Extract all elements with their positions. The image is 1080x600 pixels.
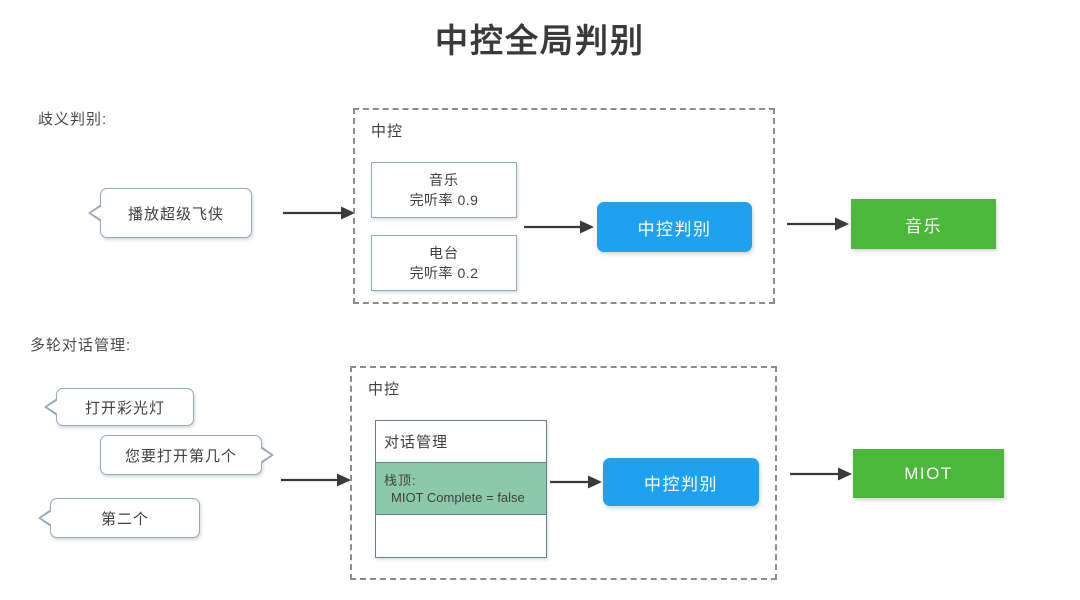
speech-bubble-text: 您要打开第几个 — [124, 447, 237, 465]
intent-card-metric: 完听率 0.2 — [409, 265, 479, 281]
result-box-label: MIOT — [904, 463, 953, 483]
speech-bubble-play-request: 播放超级飞侠 — [88, 188, 252, 238]
speech-bubble-which-one: 您要打开第几个 — [100, 435, 274, 475]
arrow-right-icon — [281, 472, 351, 488]
speech-bubble-text: 播放超级飞侠 — [127, 205, 224, 223]
decision-button-label: 中控判别 — [637, 219, 712, 239]
stack-panel-header: 对话管理 — [376, 421, 546, 463]
dialog-manager-stack-panel: 对话管理 栈顶: MIOT Complete = false — [375, 420, 547, 558]
speech-bubble-second-one: 第二个 — [38, 498, 200, 538]
intent-card-metric: 完听率 0.9 — [409, 192, 479, 208]
speech-bubble-text: 第二个 — [100, 510, 149, 528]
result-box-label: 音乐 — [905, 216, 942, 236]
container-title: 中控 — [368, 381, 401, 398]
speech-bubble-turn-on-light: 打开彩光灯 — [44, 388, 194, 426]
intent-card-radio: 电台 完听率 0.2 — [371, 235, 517, 291]
stack-top-label: 栈顶: — [384, 472, 417, 488]
decision-button-multiturn[interactable]: 中控判别 — [603, 458, 759, 506]
decision-button-ambiguity[interactable]: 中控判别 — [597, 202, 752, 252]
section-label-multiturn: 多轮对话管理: — [30, 337, 132, 354]
stack-top-value: MIOT Complete = false — [391, 489, 525, 505]
arrow-right-icon — [787, 216, 849, 232]
stack-top-entry: 栈顶: MIOT Complete = false — [376, 463, 546, 515]
intent-card-music: 音乐 完听率 0.9 — [371, 162, 517, 218]
speech-bubble-text: 打开彩光灯 — [84, 399, 165, 417]
intent-card-name: 电台 — [429, 245, 459, 261]
arrow-right-icon — [524, 219, 594, 235]
arrow-right-icon — [550, 474, 602, 490]
intent-card-name: 音乐 — [429, 172, 459, 188]
stack-empty-entry — [376, 515, 546, 557]
page-title: 中控全局判别 — [435, 22, 645, 59]
section-label-ambiguity: 歧义判别: — [38, 111, 108, 128]
decision-button-label: 中控判别 — [644, 474, 718, 494]
central-control-container-multiturn: 中控 — [350, 366, 777, 580]
arrow-right-icon — [283, 205, 355, 221]
container-title: 中控 — [371, 123, 404, 140]
result-box-miot: MIOT — [853, 449, 1004, 498]
result-box-music: 音乐 — [851, 199, 996, 249]
central-control-container-ambiguity: 中控 — [353, 108, 775, 304]
arrow-right-icon — [790, 466, 852, 482]
